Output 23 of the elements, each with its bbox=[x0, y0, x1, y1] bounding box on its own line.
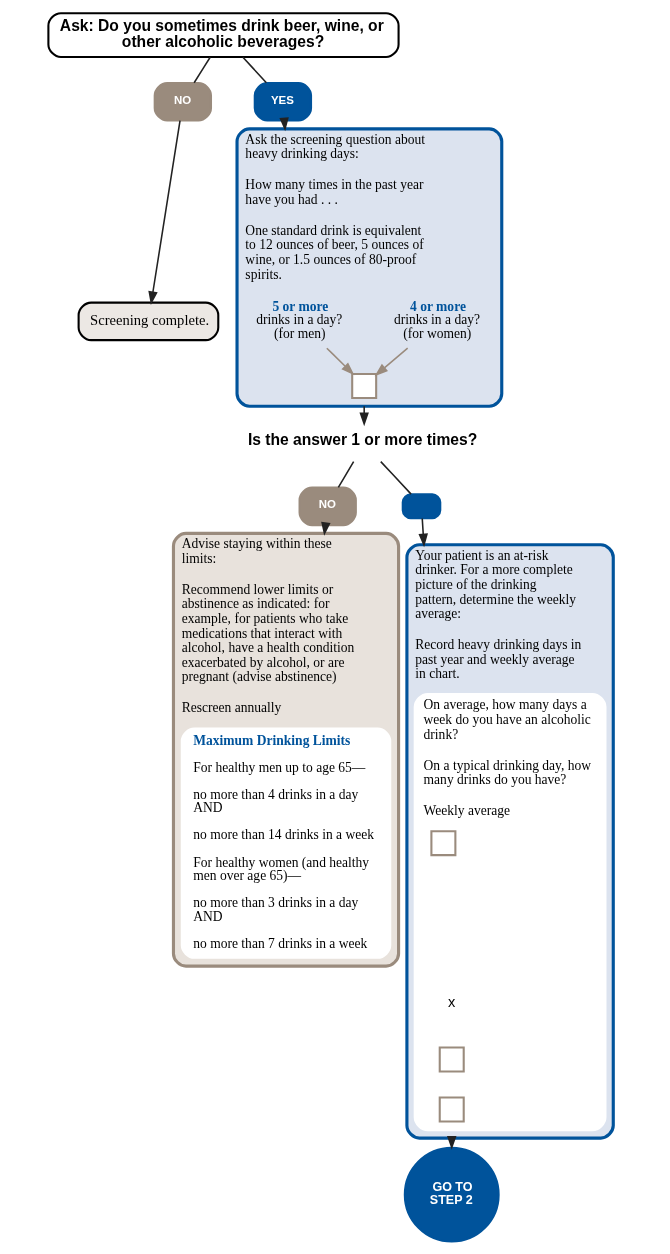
node-box: Maximum Drinking Limits For healthy men up to age 65— no more than 4 drinks in a day AND no more than 14 drinks in a week For healthy women (and healthy men over age 65)— no more than 3 drinks in a day AND no more than 7 drinks in a week bbox=[180, 727, 392, 959]
arrow bbox=[148, 119, 181, 305]
node-box bbox=[401, 492, 442, 519]
node-circle: GO TO STEP 2 bbox=[403, 1146, 500, 1243]
node-box bbox=[430, 829, 457, 856]
arrow bbox=[418, 517, 428, 547]
connector bbox=[337, 460, 355, 488]
node-text: 5 or more drinks in a day? (for men) bbox=[256, 298, 343, 341]
arrow bbox=[326, 346, 355, 375]
arrow bbox=[359, 405, 369, 426]
node-box: Screening complete. bbox=[77, 301, 220, 341]
connector bbox=[242, 55, 268, 84]
connector bbox=[193, 55, 211, 84]
arrow bbox=[374, 346, 409, 376]
node-box bbox=[351, 372, 378, 399]
node-box bbox=[438, 1045, 465, 1072]
node-text: Is the answer 1 or more times? bbox=[247, 430, 478, 448]
node-box: Ask: Do you sometimes drink beer, wine, or other alcoholic beverages? bbox=[47, 11, 400, 58]
label: x bbox=[448, 992, 456, 1009]
connector bbox=[380, 460, 412, 495]
node-text: 4 or more drinks in a day? (for women) bbox=[393, 298, 480, 341]
node-box bbox=[438, 1095, 465, 1122]
node-box: NO bbox=[153, 81, 212, 122]
